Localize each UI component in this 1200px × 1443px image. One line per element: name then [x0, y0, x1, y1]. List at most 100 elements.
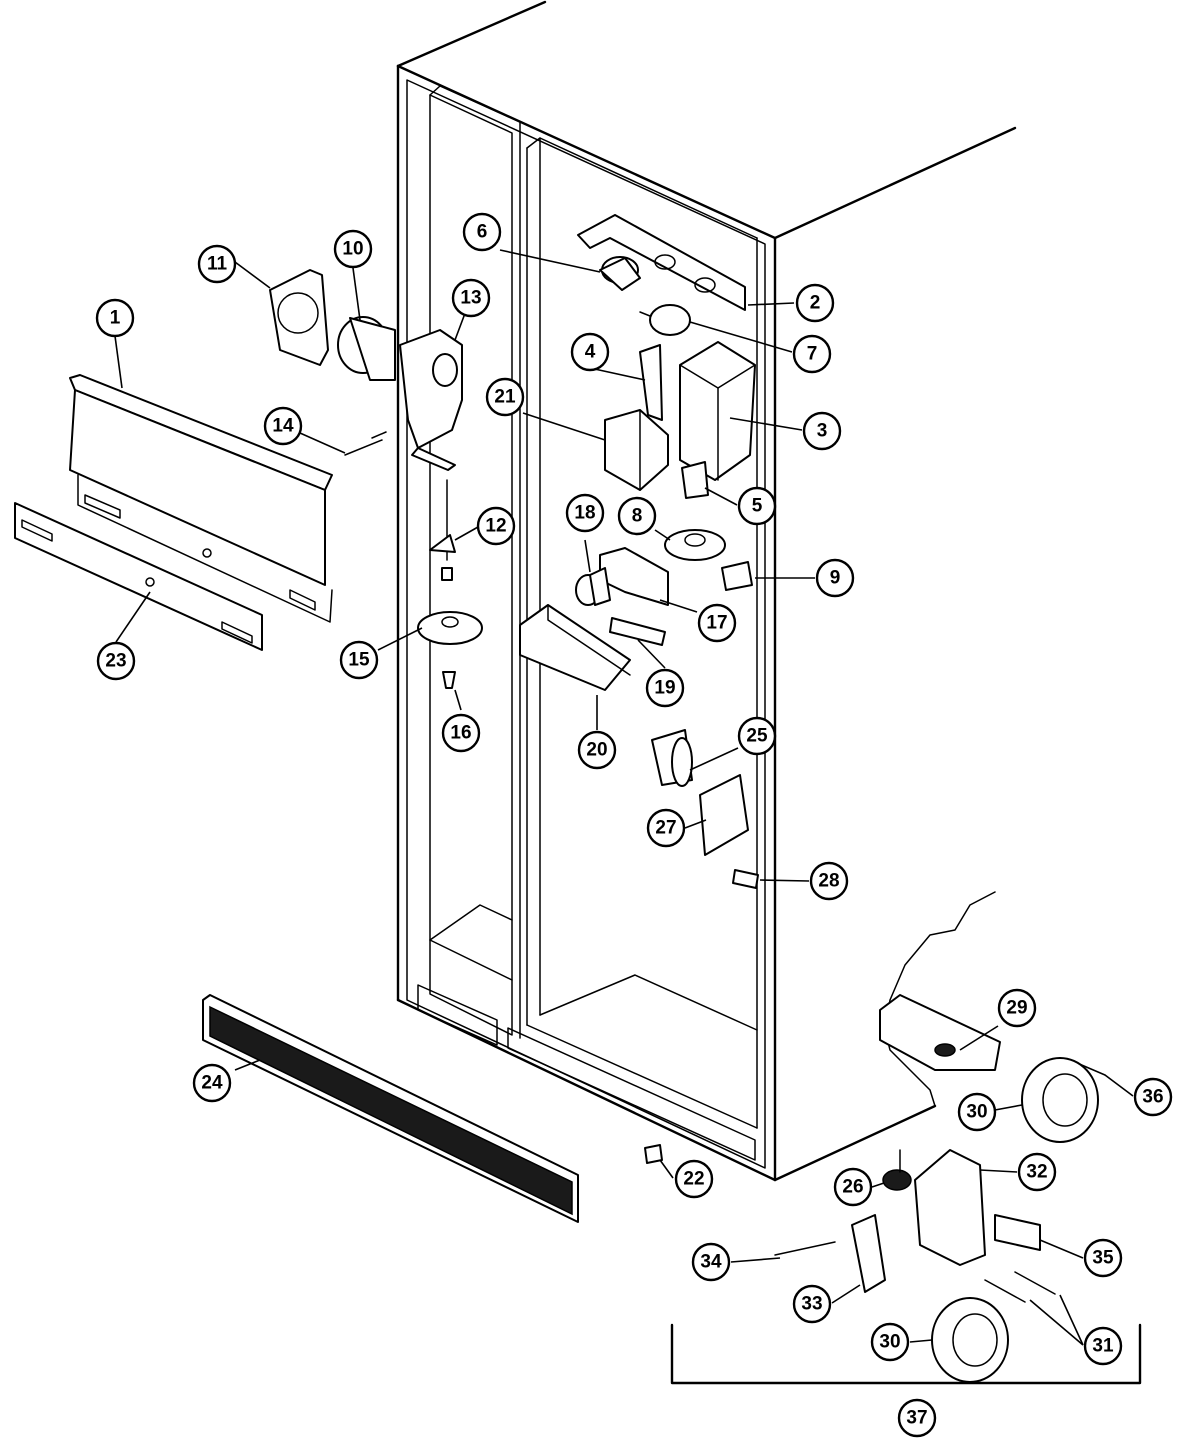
- part-14-pin: [344, 431, 387, 456]
- svg-text:3: 3: [817, 421, 828, 442]
- part-4-switch-bracket: [639, 344, 663, 421]
- svg-text:20: 20: [586, 740, 607, 761]
- callout-30-upper: 30: [957, 1092, 997, 1132]
- part-1-dispenser-cover: [69, 374, 333, 623]
- part-33-bracket: [851, 1214, 886, 1293]
- part-5-switch: [681, 461, 709, 499]
- part-10-motor: [337, 316, 396, 381]
- callout-18: 18: [565, 493, 605, 533]
- callout-31: 31: [1083, 1326, 1123, 1366]
- svg-text:33: 33: [801, 1294, 822, 1315]
- callout-3: 3: [802, 411, 842, 451]
- callout-34: 34: [691, 1242, 731, 1282]
- svg-text:12: 12: [485, 516, 506, 537]
- part-18-thermostat: [575, 567, 611, 606]
- svg-text:37: 37: [906, 1408, 927, 1429]
- callout-30-lower: 30: [870, 1322, 910, 1362]
- svg-text:5: 5: [752, 496, 763, 517]
- part-12-linkage: [429, 479, 456, 581]
- svg-text:2: 2: [810, 293, 821, 314]
- svg-text:14: 14: [272, 416, 294, 437]
- part-23-trim-plate: [14, 502, 263, 651]
- svg-text:31: 31: [1092, 1336, 1114, 1357]
- callout-24: 24: [192, 1063, 232, 1103]
- svg-text:28: 28: [818, 871, 839, 892]
- svg-text:22: 22: [683, 1169, 704, 1190]
- part-9-switch: [721, 561, 753, 591]
- svg-text:24: 24: [201, 1073, 223, 1094]
- part-31-axle-pins: [984, 1271, 1056, 1303]
- svg-text:10: 10: [342, 239, 363, 260]
- callout-13: 13: [451, 278, 491, 318]
- callout-8: 8: [617, 496, 657, 536]
- part-25-lamp: [651, 729, 693, 787]
- callout-9: 9: [815, 558, 855, 598]
- svg-text:17: 17: [706, 613, 727, 634]
- svg-text:26: 26: [842, 1177, 863, 1198]
- svg-text:4: 4: [585, 342, 596, 363]
- callout-6: 6: [462, 212, 502, 252]
- callout-25: 25: [737, 716, 777, 756]
- svg-text:35: 35: [1092, 1248, 1114, 1269]
- part-27-bracket: [699, 774, 749, 856]
- svg-text:34: 34: [700, 1252, 722, 1273]
- callout-23: 23: [96, 641, 136, 681]
- svg-text:18: 18: [574, 503, 595, 524]
- svg-text:29: 29: [1006, 998, 1027, 1019]
- part-11-bracket: [269, 269, 329, 366]
- callout-32: 32: [1017, 1152, 1057, 1192]
- part-24-toe-grille: [202, 994, 579, 1223]
- callout-17: 17: [697, 603, 737, 643]
- part-16-screw: [442, 671, 456, 689]
- part-7-light-bulb: [639, 304, 691, 336]
- callout-1: 1: [95, 298, 135, 338]
- callout-2: 2: [795, 283, 835, 323]
- svg-text:1: 1: [110, 308, 121, 329]
- svg-text:32: 32: [1026, 1162, 1047, 1183]
- svg-text:13: 13: [460, 288, 481, 309]
- callout-27: 27: [646, 808, 686, 848]
- callout-4: 4: [570, 332, 610, 372]
- callout-11: 11: [197, 244, 237, 284]
- svg-text:11: 11: [207, 254, 228, 275]
- kit-bracket-37: [670, 1323, 1142, 1385]
- callout-26: 26: [833, 1167, 873, 1207]
- callout-20: 20: [577, 730, 617, 770]
- part-21-timer: [604, 409, 669, 491]
- part-13-chute-housing: [399, 329, 463, 471]
- part-34-bolt: [774, 1241, 836, 1256]
- part-6-light-socket: [599, 256, 641, 291]
- part-30-wheel-upper: [1021, 1057, 1099, 1143]
- svg-text:23: 23: [105, 651, 126, 672]
- callout-35: 35: [1083, 1238, 1123, 1278]
- part-26-leveling-foot: [882, 1149, 912, 1191]
- part-22-clip: [644, 1144, 663, 1164]
- part-32-bracket: [914, 1149, 986, 1266]
- callout-12: 12: [476, 506, 516, 546]
- svg-text:9: 9: [830, 568, 841, 589]
- leader-lines: [114, 249, 1134, 1346]
- callout-21: 21: [485, 377, 525, 417]
- svg-text:8: 8: [632, 506, 643, 527]
- part-15-actuator-disk: [417, 611, 483, 645]
- callout-14: 14: [263, 406, 303, 446]
- svg-text:6: 6: [477, 222, 488, 243]
- svg-text:25: 25: [746, 726, 768, 747]
- svg-text:16: 16: [450, 723, 471, 744]
- part-3-light-shield: [679, 341, 756, 481]
- svg-text:21: 21: [494, 387, 516, 408]
- callout-28: 28: [809, 861, 849, 901]
- callout-29: 29: [997, 988, 1037, 1028]
- svg-text:19: 19: [654, 678, 675, 699]
- svg-text:7: 7: [807, 344, 818, 365]
- callout-5: 5: [737, 486, 777, 526]
- part-29-roller-bracket: [879, 891, 1001, 1107]
- part-19-tube: [609, 617, 666, 646]
- refrigerator-cabinet: [396, 0, 1017, 1182]
- callout-15: 15: [339, 640, 379, 680]
- callout-16: 16: [441, 713, 481, 753]
- part-2-light-bracket: [577, 214, 746, 311]
- callout-36: 36: [1133, 1077, 1173, 1117]
- svg-text:30: 30: [879, 1332, 900, 1353]
